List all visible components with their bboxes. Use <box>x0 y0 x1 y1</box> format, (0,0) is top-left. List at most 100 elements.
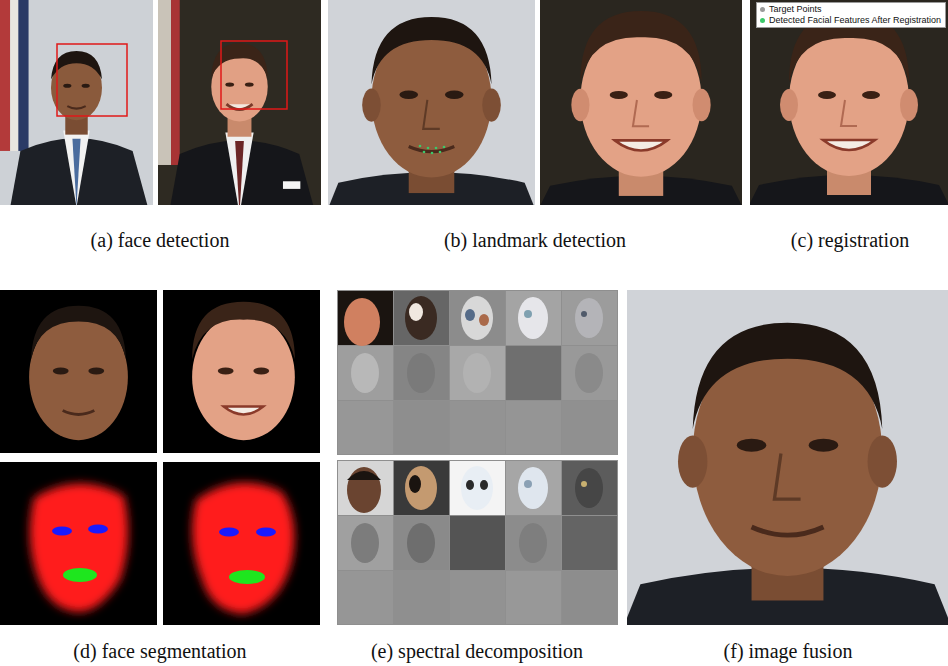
segmentation-images <box>219 528 239 537</box>
spectral-grid-top <box>450 291 505 345</box>
landmark-photos <box>540 0 742 206</box>
spectral-grid-top <box>409 303 423 321</box>
subfigure-caption: (e) spectral decomposition <box>371 640 583 663</box>
landmark-photos <box>431 152 434 155</box>
spectral-grid-top <box>581 311 587 317</box>
spectral-grid-bottom <box>575 468 603 508</box>
spectral-grid-top <box>337 290 618 455</box>
spectral-grid-top <box>338 401 393 454</box>
segmentation-images <box>0 462 157 625</box>
fused-photo <box>624 290 948 625</box>
spectral-grid-top <box>351 353 379 393</box>
spectral-grid-top <box>562 401 617 454</box>
spectral-grid-bottom <box>394 571 449 624</box>
subfigure-caption: (b) landmark detection <box>444 229 626 252</box>
spectral-grid-bottom <box>409 475 421 493</box>
spectral-grid-top <box>344 298 380 346</box>
registration-photo <box>749 0 948 205</box>
spectral-grid-bottom <box>351 523 379 563</box>
fused-photo <box>624 290 948 625</box>
registration-photo <box>749 0 948 205</box>
spectral-grid-bottom <box>506 516 561 570</box>
spectral-grid-bottom <box>581 481 587 487</box>
spectral-grid-bottom <box>524 480 532 488</box>
spectral-grid-top <box>338 346 393 400</box>
segmentation-images <box>162 290 320 453</box>
spectral-grid-top <box>405 296 437 340</box>
spectral-grid-top <box>465 309 475 321</box>
spectral-grid-bottom <box>337 460 618 625</box>
detection-photos <box>57 44 127 116</box>
landmark-photos <box>419 145 446 155</box>
spectral-grid-bottom <box>562 461 617 515</box>
spectral-grid-bottom <box>519 523 547 563</box>
spectral-grid-bottom <box>518 467 548 509</box>
spectral-grid-top <box>450 401 505 454</box>
spectral-grid-bottom <box>337 460 618 625</box>
spectral-grid-bottom <box>338 461 393 515</box>
segmentation-images <box>163 462 320 625</box>
subfigure-caption: (f) image fusion <box>724 640 853 663</box>
spectral-grid-top <box>575 353 603 393</box>
spectral-grid-bottom <box>461 466 493 510</box>
spectral-grid-bottom <box>562 516 617 570</box>
spectral-grid-top <box>518 297 548 339</box>
spectral-grid-top <box>338 291 393 345</box>
spectral-grid-top <box>575 298 603 338</box>
spectral-grid-bottom <box>562 571 617 624</box>
landmark-photos <box>439 151 442 154</box>
spectral-grid-bottom <box>338 516 393 570</box>
legend-marker <box>760 7 765 12</box>
legend-row: Target Points <box>760 4 941 15</box>
spectral-grid-top <box>562 291 617 345</box>
spectral-grid-bottom <box>407 523 435 563</box>
detection-photos <box>158 0 321 214</box>
spectral-grid-top <box>394 346 449 400</box>
landmark-photos <box>435 147 438 150</box>
spectral-grid-bottom <box>405 466 437 510</box>
segmentation-images <box>88 525 108 534</box>
segmentation-images <box>0 290 321 625</box>
detection-photos <box>221 41 287 109</box>
subfigure-caption: (c) registration <box>791 229 909 252</box>
spectral-grid-top <box>562 346 617 400</box>
segmentation-images <box>52 527 72 536</box>
spectral-grid-bottom <box>338 571 393 624</box>
spectral-grid-bottom <box>466 480 474 490</box>
detection-photos <box>0 0 321 214</box>
spectral-grid-bottom <box>480 480 488 490</box>
spectral-grid-top <box>506 401 561 454</box>
spectral-grid-top <box>337 290 618 455</box>
spectral-grid-bottom <box>347 467 381 513</box>
legend-text: Detected Facial Features After Registrat… <box>769 15 941 26</box>
segmentation-images <box>229 570 265 584</box>
segmentation-images <box>256 528 276 537</box>
plot-legend: Target PointsDetected Facial Features Af… <box>756 2 946 28</box>
spectral-grid-bottom <box>506 461 561 515</box>
spectral-grid-top <box>450 346 505 400</box>
landmark-photos <box>328 0 742 209</box>
subfigure-caption: (d) face segmentation <box>73 640 246 663</box>
landmark-photos <box>423 151 426 154</box>
spectral-grid-bottom <box>450 461 505 515</box>
spectral-grid-top <box>524 310 532 318</box>
landmark-photos <box>328 0 535 209</box>
segmentation-images <box>192 483 294 614</box>
landmark-photos <box>427 147 430 150</box>
spectral-grid-bottom <box>394 461 449 515</box>
legend-marker <box>760 18 765 23</box>
segmentation-images <box>30 483 295 614</box>
spectral-grid-top <box>463 353 491 393</box>
landmark-photos <box>419 145 422 148</box>
spectral-grid-top <box>506 291 561 345</box>
segmentation-images <box>0 290 158 453</box>
segmentation-images <box>30 483 128 612</box>
spectral-grid-top <box>407 353 435 393</box>
spectral-grid-top <box>394 401 449 454</box>
spectral-grid-bottom <box>506 571 561 624</box>
spectral-grid-bottom <box>347 471 381 480</box>
legend-row: Detected Facial Features After Registrat… <box>760 15 941 26</box>
subfigure-caption: (a) face detection <box>91 229 230 252</box>
detection-photos <box>0 0 153 207</box>
spectral-grid-bottom <box>394 516 449 570</box>
